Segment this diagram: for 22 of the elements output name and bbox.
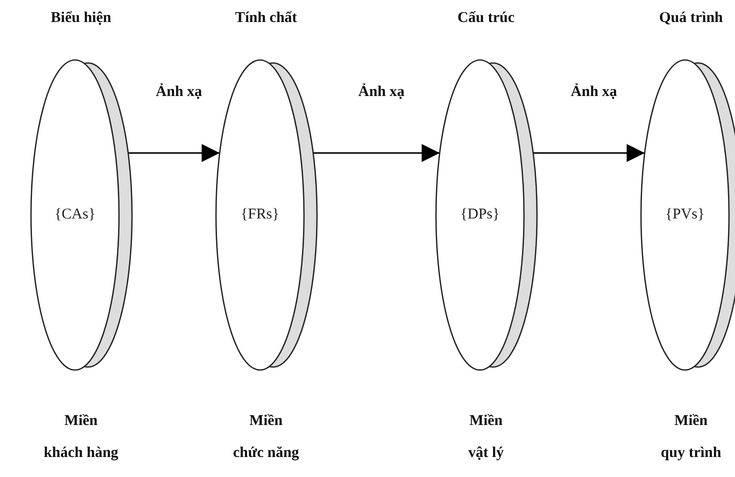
- disc-node: [215, 58, 318, 372]
- set-label: {PVs}: [665, 206, 705, 224]
- domain-label: Miền khách hàng: [42, 412, 120, 463]
- domain-label: Miền chức năng: [232, 412, 300, 463]
- arrow: [313, 144, 440, 162]
- arrow: [128, 144, 220, 162]
- disc-node: [640, 58, 735, 372]
- set-label: {FRs}: [240, 206, 280, 224]
- edge-label: Ảnh xạ: [570, 84, 618, 101]
- column-heading: Cấu trúc: [457, 10, 515, 27]
- column-heading: Tính chất: [234, 10, 298, 27]
- domain-label: Miền quy trình: [660, 412, 722, 463]
- column-heading: Quá trình: [659, 10, 723, 27]
- disc-node: [30, 58, 133, 372]
- set-label: {CAs}: [54, 206, 96, 224]
- domain-label: Miền vật lý: [467, 412, 505, 463]
- set-label: {DPs}: [460, 206, 500, 224]
- edge-label: Ảnh xạ: [156, 84, 202, 101]
- arrow: [533, 144, 645, 162]
- edge-label: Ảnh xạ: [358, 84, 405, 101]
- column-heading: Biểu hiện: [50, 10, 112, 27]
- disc-node: [435, 58, 538, 372]
